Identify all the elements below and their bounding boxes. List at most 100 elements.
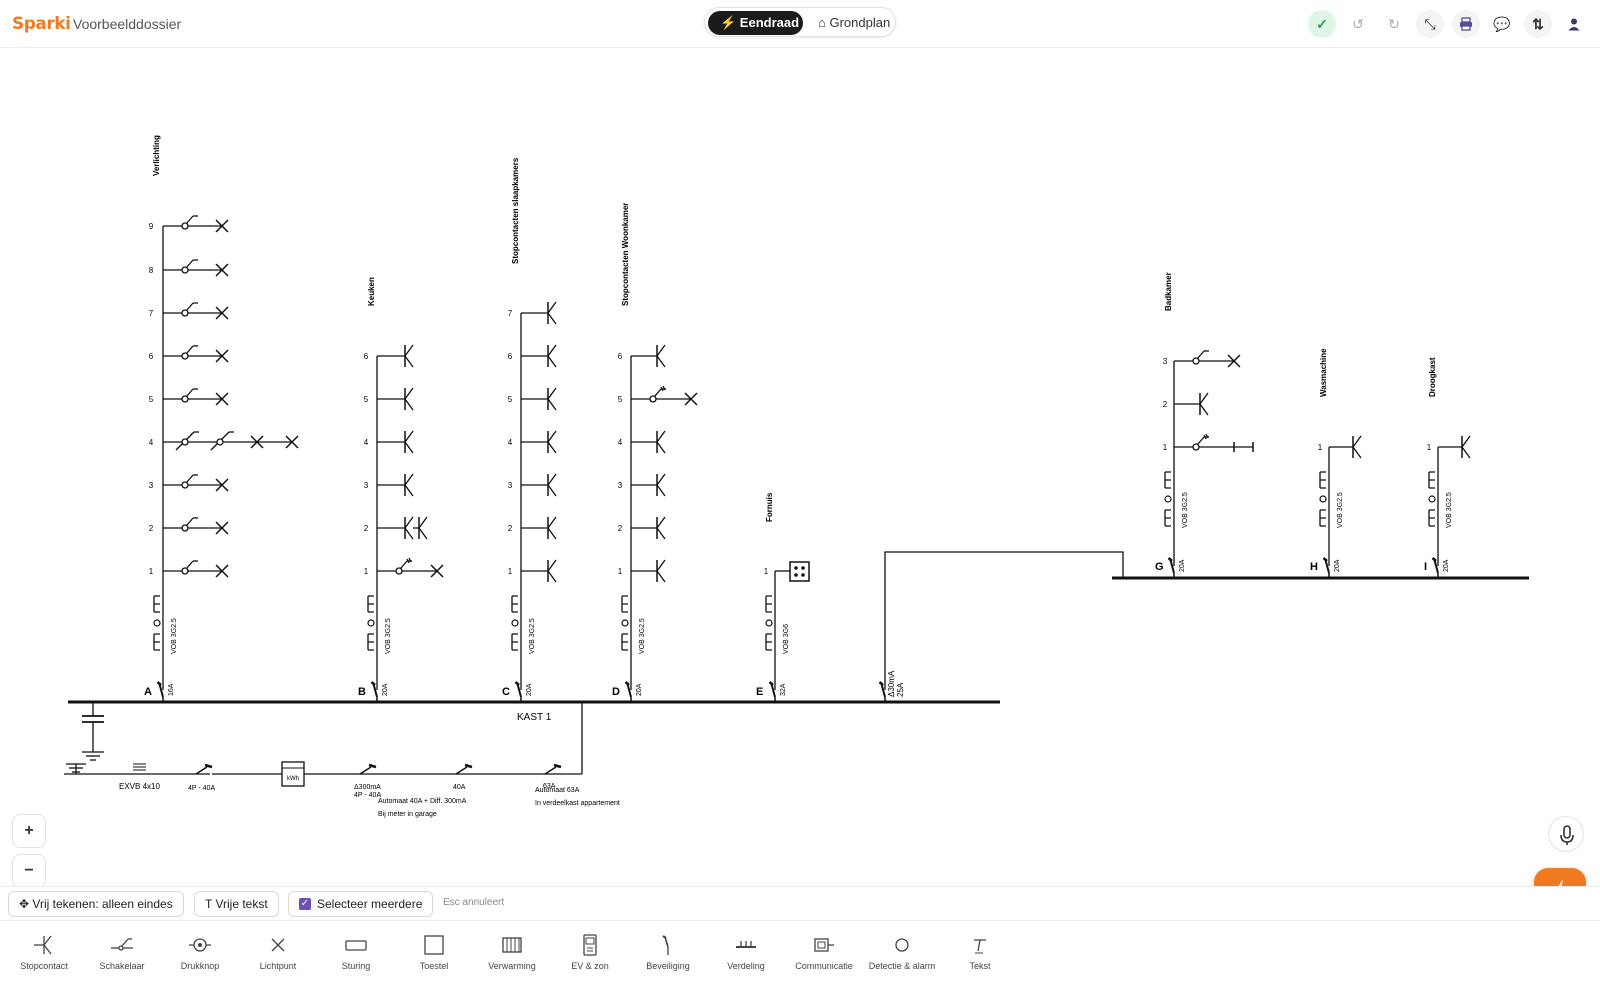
communication-icon bbox=[814, 938, 834, 952]
circuit-d[interactable]: 1 2 3 4 5 6 Stopcontacten Woonkamer VOB … bbox=[612, 203, 698, 704]
mode-eendraad-tab[interactable]: ⚡ Eendraad bbox=[708, 11, 803, 35]
palette-label: Drukknop bbox=[180, 961, 220, 971]
tool-options-row: ✥ Vrij tekenen: alleen eindes T Vrije te… bbox=[0, 886, 1600, 920]
freedraw-toggle[interactable]: ✥ Vrij tekenen: alleen eindes bbox=[8, 891, 184, 917]
distribution-icon bbox=[736, 941, 756, 948]
palette-lichtpunt[interactable]: Lichtpunt bbox=[240, 925, 316, 995]
collapse-icon[interactable]: ⤡ bbox=[1416, 10, 1444, 38]
circuit-c-letter: C bbox=[502, 686, 510, 698]
swap-icon[interactable]: ⇅ bbox=[1524, 10, 1552, 38]
sub-breaker-rating: 25A bbox=[896, 682, 905, 697]
zoom-in-button[interactable]: + bbox=[12, 814, 46, 848]
palette-drukknop[interactable]: Drukknop bbox=[162, 925, 238, 995]
palette-ev-zon[interactable]: EV & zon bbox=[552, 925, 628, 995]
circuit-i[interactable]: 1 Droogkast VOB 3G2.5 I 20A bbox=[1424, 357, 1471, 580]
redo-icon[interactable]: ↻ bbox=[1388, 16, 1400, 32]
circuit-b-rating: 20A bbox=[382, 683, 389, 696]
diff-poles: 4P - 40A bbox=[354, 792, 381, 799]
auto40-note: Automaat 40A + Diff. 300mA bbox=[378, 798, 467, 805]
circuit-a-point: 6 bbox=[149, 352, 154, 361]
circuit-i-point: 1 bbox=[1427, 443, 1432, 452]
palette-tekst[interactable]: Tekst bbox=[942, 925, 1018, 995]
kwh-meter-icon: kWh bbox=[281, 761, 305, 787]
checkbox-icon[interactable]: ✓ bbox=[299, 898, 311, 910]
circuit-a-point: 3 bbox=[149, 481, 154, 490]
select-multiple-toggle[interactable]: ✓ Selecteer meerdere bbox=[288, 891, 434, 917]
circuit-g[interactable]: 1 2 3 Badkamer VOB 3G2.5 G 20A bbox=[1155, 272, 1254, 580]
user-icon[interactable] bbox=[1560, 10, 1588, 38]
circuit-c-name: Stopcontacten slaapkamers bbox=[511, 157, 520, 264]
print-icon[interactable] bbox=[1452, 10, 1480, 38]
circuit-c-cable: VOB 3G2.5 bbox=[529, 618, 536, 654]
circuit-e[interactable]: 1 Fornuis VOB 3G6 E 32A bbox=[756, 492, 810, 704]
circuit-a[interactable]: 1 2 3 4 5 6 7 8 9 Verlichting VOB 3G2.5 … bbox=[144, 135, 299, 704]
switch-icon bbox=[111, 938, 133, 951]
palette-detectie-alarm[interactable]: Detectie & alarm bbox=[864, 925, 940, 995]
esc-hint: Esc annuleert bbox=[443, 897, 505, 908]
circuit-b-point: 3 bbox=[364, 481, 369, 490]
circuit-d-letter: D bbox=[612, 686, 620, 698]
palette-label: Toestel bbox=[419, 961, 449, 971]
circuit-b-point: 1 bbox=[364, 567, 369, 576]
circuit-a-name: Verlichting bbox=[152, 135, 161, 176]
supply-chain[interactable]: kWh EXVB 4x10 4P - 40A Δ300mA 4P - 40A 4… bbox=[64, 702, 620, 818]
circuit-c[interactable]: 1 2 3 4 5 6 7 Stopcontacten slaapkamers … bbox=[502, 157, 557, 704]
circuit-c-point: 4 bbox=[508, 438, 513, 447]
brand-logo[interactable]: Sparki bbox=[12, 14, 71, 34]
mode-grondplan-tab[interactable]: ⌂ Grondplan bbox=[818, 15, 891, 30]
check-icon[interactable]: ✓ bbox=[1308, 10, 1336, 38]
circuit-e-name: Fornuis bbox=[765, 492, 774, 522]
circuit-b-point: 4 bbox=[364, 438, 369, 447]
sub-breaker[interactable] bbox=[878, 680, 887, 704]
lightpoint-icon bbox=[271, 938, 285, 952]
palette-verwarming[interactable]: Verwarming bbox=[474, 925, 550, 995]
palette-label: Lichtpunt bbox=[259, 961, 297, 971]
circuit-g-letter: G bbox=[1155, 561, 1164, 573]
circuit-h[interactable]: 1 Wasmachine VOB 3G2.5 H 20A bbox=[1310, 348, 1362, 580]
device-icon bbox=[424, 935, 444, 955]
microphone-icon bbox=[1560, 825, 1574, 845]
palette-verdeling[interactable]: Verdeling bbox=[708, 925, 784, 995]
circuit-c-point: 3 bbox=[508, 481, 513, 490]
circuit-a-point: 9 bbox=[149, 222, 154, 231]
circuit-g-rating: 20A bbox=[1179, 559, 1186, 572]
zoom-out-button[interactable]: − bbox=[12, 854, 46, 888]
circuit-a-point: 2 bbox=[149, 524, 154, 533]
palette-schakelaar[interactable]: Schakelaar bbox=[84, 925, 160, 995]
dossier-title[interactable]: Voorbeelddossier bbox=[73, 16, 182, 32]
circuit-e-cable: VOB 3G6 bbox=[783, 624, 790, 654]
supply-cable: EXVB 4x10 bbox=[119, 782, 160, 791]
palette-beveiliging[interactable]: Beveiliging bbox=[630, 925, 706, 995]
ev-solar-icon bbox=[583, 934, 597, 956]
garage-note: Bij meter in garage bbox=[378, 811, 437, 818]
undo-icon[interactable]: ↺ bbox=[1352, 16, 1364, 32]
circuit-h-point: 1 bbox=[1318, 443, 1323, 452]
single-line-diagram: Δ30mA 25A KAST 1 1 2 3 4 5 6 7 8 9 Verli… bbox=[64, 135, 1529, 818]
circuit-d-rating: 20A bbox=[636, 683, 643, 696]
circuit-g-point: 3 bbox=[1163, 357, 1168, 366]
palette-stopcontact[interactable]: Stopcontact bbox=[6, 925, 82, 995]
circuit-h-rating: 20A bbox=[1334, 559, 1341, 572]
palette-label: Verdeling bbox=[727, 961, 765, 971]
circuit-a-cable: VOB 3G2.5 bbox=[171, 618, 178, 654]
circuit-b-point: 5 bbox=[364, 395, 369, 404]
auto63-note: Automaat 63A bbox=[535, 787, 580, 794]
circuit-c-point: 7 bbox=[508, 309, 513, 318]
diagram-canvas[interactable]: Δ30mA 25A KAST 1 1 2 3 4 5 6 7 8 9 Verli… bbox=[0, 48, 1600, 888]
freetext-button[interactable]: T Vrije tekst bbox=[194, 891, 279, 917]
circuit-g-name: Badkamer bbox=[1164, 272, 1173, 311]
palette-communicatie[interactable]: Communicatie bbox=[786, 925, 862, 995]
circuit-b[interactable]: 1 2 3 4 5 6 Keuken VOB 3G2.5 B 20A bbox=[358, 277, 444, 704]
microphone-button[interactable] bbox=[1548, 816, 1584, 852]
circuit-d-cable: VOB 3G2.5 bbox=[639, 618, 646, 654]
top-bar: Sparki Voorbeelddossier ⚡ Eendraad ⌂ Gro… bbox=[0, 0, 1600, 48]
circuit-b-name: Keuken bbox=[367, 277, 376, 306]
kwh-label: kWh bbox=[287, 776, 299, 782]
comment-icon[interactable]: 💬 bbox=[1493, 16, 1511, 32]
palette-sturing[interactable]: Sturing bbox=[318, 925, 394, 995]
circuit-c-point: 5 bbox=[508, 395, 513, 404]
circuit-b-letter: B bbox=[358, 686, 366, 698]
palette-toestel[interactable]: Toestel bbox=[396, 925, 472, 995]
circuit-d-name: Stopcontacten Woonkamer bbox=[621, 203, 630, 306]
mode-switch: ⚡ Eendraad ⌂ Grondplan bbox=[704, 7, 896, 37]
